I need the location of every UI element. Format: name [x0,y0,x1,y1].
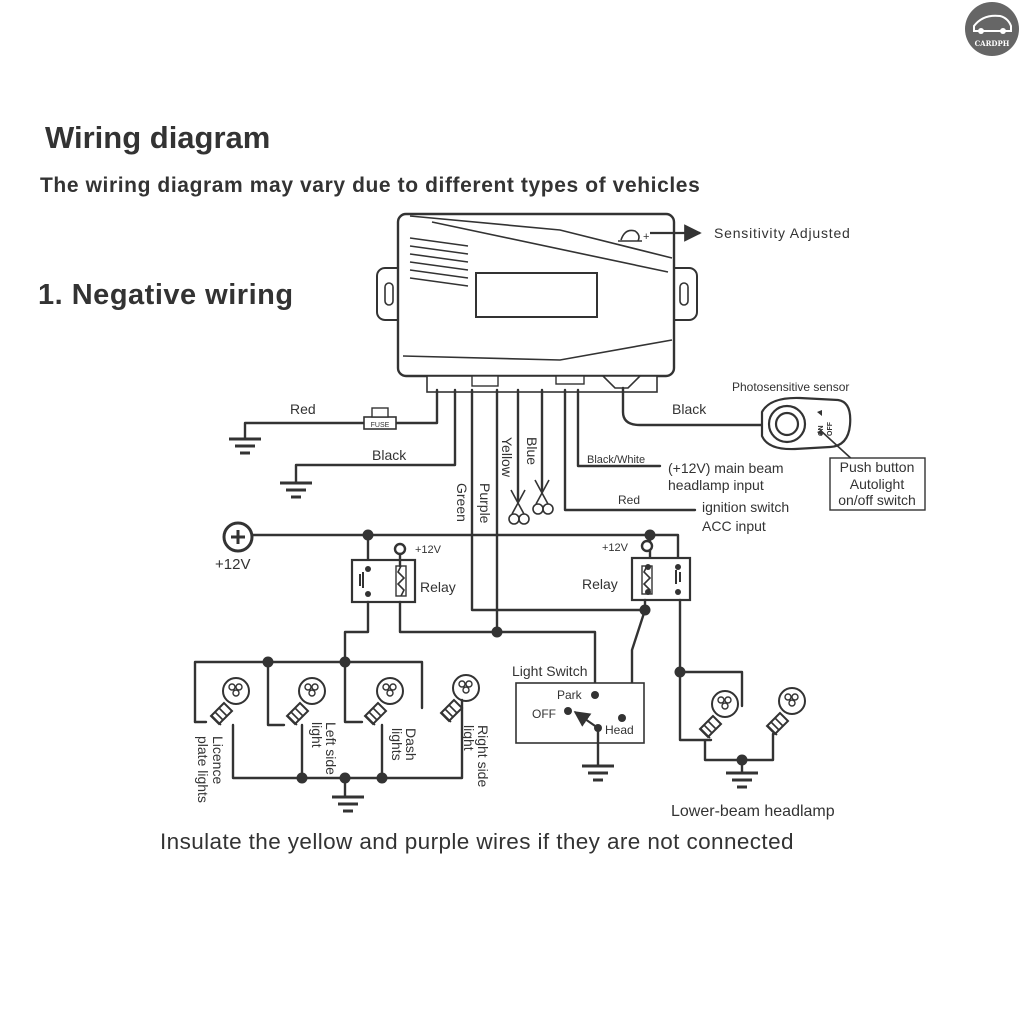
relay-right-terminal-icon [640,539,654,553]
left-side-label-2: light [309,722,325,748]
relay-right [630,556,692,602]
main-beam-label-2: headlamp input [668,477,764,493]
main-beam-label-1: (+12V) main beam [668,460,784,476]
dash-label-2: lights [389,728,405,761]
ground-icon [724,771,760,789]
right-side-label-2: light [461,725,477,751]
relay-left [350,558,417,604]
page-subtitle: The wiring diagram may vary due to diffe… [40,174,700,197]
ignition-label-2: ACC input [702,518,766,534]
relay-left-voltage: +12V [415,544,442,556]
lower-beam-bulb-right-icon [766,687,806,736]
right-side-label-1: Right side [475,725,491,787]
plus-12v-label: +12V [215,556,250,573]
footer-note: Insulate the yellow and purple wires if … [160,829,794,854]
ground-icon [278,481,314,499]
green-wire-label: Green [454,483,470,522]
brand-logo: CARDPH [965,2,1019,56]
switch-off-label: OFF [532,707,556,721]
licence-plate-bulb-icon [210,677,250,726]
sensor-off-mark: OFF [827,421,834,436]
red-ignition-wire-label: Red [618,493,640,507]
relay-left-label: Relay [420,579,456,595]
left-side-label-1: Left side [323,722,339,775]
licence-label-1: Licence [210,736,226,784]
light-switch-title: Light Switch [512,663,587,679]
right-side-bulb-icon [440,674,480,723]
vent-slots [409,237,469,287]
left-side-bulb-icon [286,677,326,726]
relay-right-voltage: +12V [602,542,629,554]
relay-right-label: Relay [582,576,618,592]
lower-beam-bulb-left-icon [699,690,739,739]
relay-left-terminal-icon [393,542,407,556]
controller-unit: + [376,212,698,393]
black-white-wire-label: Black/White [587,454,645,466]
black-wire-label: Black [372,447,407,463]
purple-wire-label: Purple [477,483,493,524]
wire-cutter-icon [508,489,530,525]
logo-text: CARDPH [975,39,1010,48]
light-switch: Park OFF Head [515,682,645,767]
licence-label-2: plate lights [195,736,211,803]
switch-head-label: Head [605,723,634,737]
section-heading: 1. Negative wiring [38,279,294,311]
wire-cutter-icon [532,479,554,515]
fuse-label: FUSE [371,422,390,429]
callout-line-2: Autolight [850,476,905,492]
photosensitive-sensor: ON OFF [760,396,852,451]
ground-icon [580,764,616,782]
fuse-icon: FUSE [363,407,397,430]
sensitivity-knob-icon: + [618,229,649,243]
sensor-title: Photosensitive sensor [732,380,849,394]
callout-line-3: on/off switch [838,492,916,508]
yellow-wire-label: Yellow [499,437,515,478]
sensor-wire-label: Black [672,401,707,417]
svg-text:+: + [643,231,649,243]
callout-line-1: Push button [840,459,915,475]
switch-park-label: Park [557,688,583,702]
plus-12v-terminal-icon [222,521,254,553]
lower-beam-label: Lower-beam headlamp [671,803,835,820]
red-wire-label: Red [290,401,316,417]
ground-icon [330,795,366,813]
push-button-callout [829,457,926,511]
sensitivity-label: Sensitivity Adjusted [714,225,851,241]
dash-label-1: Dash [403,728,419,761]
page-title: Wiring diagram [45,120,270,155]
ignition-label-1: ignition switch [702,499,789,515]
ground-icon [227,437,263,455]
blue-wire-label: Blue [524,437,540,465]
dash-bulb-icon [364,677,404,726]
